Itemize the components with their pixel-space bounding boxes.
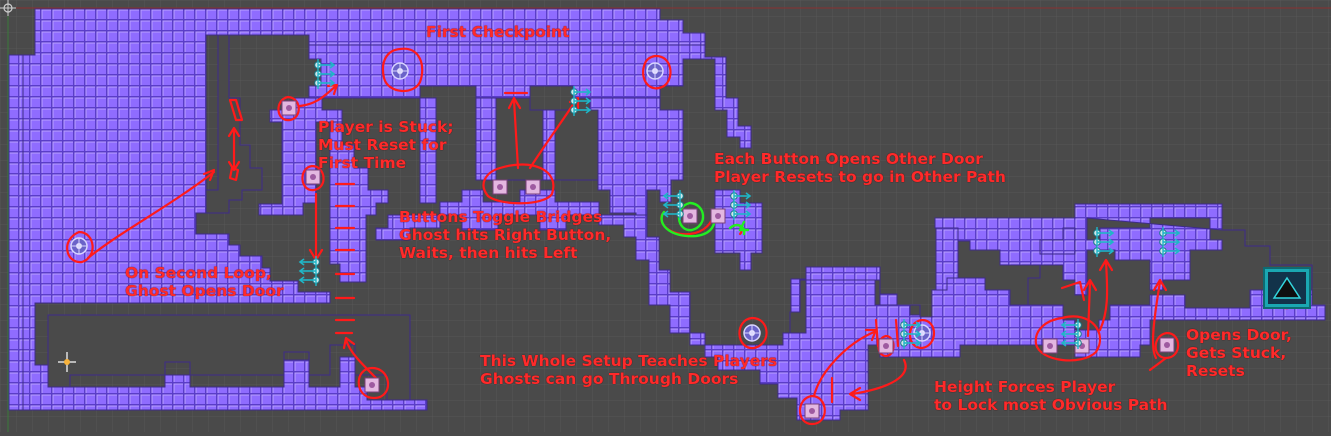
annotation-player-stuck: Player is Stuck; Must Reset for First Ti…	[318, 118, 454, 172]
annotation-arrow-up-left	[344, 338, 378, 380]
annotation-second-loop: On Second Loop, Ghost Opens Door	[125, 264, 284, 300]
bridge-arrow-icon[interactable]	[570, 86, 592, 116]
annotation-arrow-back-head	[848, 386, 862, 402]
bridge-arrow-icon[interactable]	[314, 59, 336, 89]
annotation-arrow-loop-head	[202, 168, 216, 182]
bridge-arrow-icon[interactable]	[1060, 319, 1082, 349]
wall-segment	[258, 97, 343, 216]
player-spawn-icon[interactable]	[58, 352, 76, 372]
pressure-button-icon[interactable]	[878, 338, 894, 354]
annotation-arrow-left-bridge-head	[507, 96, 522, 110]
annotation-whole-setup: This Whole Setup Teaches Players Ghosts …	[480, 352, 778, 388]
annotation-arrow-up-left-head	[342, 336, 356, 350]
annotation-circle-button-4	[798, 394, 826, 426]
annotation-circle-buttons-right	[1034, 315, 1102, 362]
annotation-door-mark-3	[228, 166, 240, 182]
annotation-circle-checkpoint-5	[908, 318, 936, 350]
pressure-button-icon[interactable]	[804, 403, 820, 419]
annotation-first-checkpoint: First Checkpoint	[426, 23, 570, 41]
pressure-button-icon[interactable]	[1159, 337, 1175, 353]
bridge-arrow-icon[interactable]	[730, 190, 752, 220]
annotation-arrow-up-3	[1060, 280, 1086, 302]
annotation-arrow-vertical-down	[227, 160, 241, 172]
annotation-circle-buttons-pair	[482, 163, 555, 205]
wall-segment	[8, 54, 24, 411]
annotation-circle-checkpoint-1	[381, 47, 424, 92]
annotation-door-mark-2	[228, 98, 244, 122]
annotation-arrow-up-4	[1151, 280, 1162, 360]
pressure-button-icon[interactable]	[682, 208, 698, 224]
wall-segment	[714, 189, 763, 271]
pressure-button-icon[interactable]	[525, 179, 541, 195]
annotation-arrow-left-bridge	[512, 98, 520, 170]
annotation-arrow-up-4-head	[1152, 278, 1168, 292]
wall-segment	[308, 44, 752, 149]
annotation-arrow-up-1-head	[1082, 278, 1098, 292]
open-area	[789, 279, 921, 334]
wall-segment	[1039, 227, 1076, 255]
annotation-circle-button-1	[277, 95, 300, 122]
wall-segment	[419, 97, 437, 204]
annotation-arrow-back	[850, 358, 907, 396]
wall-segment	[589, 97, 684, 226]
level-objects[interactable]	[0, 0, 1311, 419]
checkpoint-icon[interactable]	[913, 324, 931, 342]
checkpoint-icon[interactable]	[70, 237, 88, 255]
annotation-opens-door: Opens Door, Gets Stuck, Resets	[1186, 326, 1292, 380]
open-area	[957, 240, 1041, 306]
annotation-circle-button-3	[357, 366, 390, 400]
pressure-button-icon[interactable]	[492, 179, 508, 195]
bridge-arrow-icon[interactable]	[662, 190, 684, 220]
annotation-arrow-up-right	[812, 330, 876, 398]
annotation-arrow-stuck	[298, 84, 338, 108]
annotation-circle-checkpoint-3	[66, 230, 94, 264]
bridge-arrow-icon[interactable]	[298, 256, 320, 286]
checkpoint-icon[interactable]	[646, 62, 664, 80]
pressure-button-icon[interactable]	[364, 377, 380, 393]
pressure-button-icon[interactable]	[1042, 338, 1058, 354]
green-loop-arrow	[728, 220, 750, 236]
annotation-arrow-up-2-head	[1098, 258, 1114, 272]
checkpoint-icon[interactable]	[743, 324, 761, 342]
bridge-arrow-icon[interactable]	[1093, 227, 1115, 257]
pressure-button-icon[interactable]	[281, 100, 297, 116]
annotation-arrow-vertical-up	[227, 126, 241, 138]
annotation-arrow-loop	[86, 170, 216, 260]
annotation-arrow-right-bridge	[528, 98, 578, 170]
wall-segment	[935, 227, 959, 291]
goal-portal-icon[interactable]	[1263, 267, 1311, 309]
annotation-arrow-up-1	[1086, 280, 1092, 338]
annotation-buttons-toggle: Buttons Toggle Bridges Ghost hits Right …	[399, 208, 612, 262]
annotation-each-button: Each Button Opens Other Door Player Rese…	[714, 150, 1006, 186]
annotation-circle-button-2	[301, 164, 325, 192]
annotation-tick-mark	[1148, 356, 1168, 372]
annotation-arrow-up-2	[1098, 260, 1109, 332]
annotation-height-forces: Height Forces Player to Lock most Obviou…	[934, 378, 1168, 414]
annotation-circle-checkpoint-4	[738, 316, 768, 350]
wall-segment	[329, 121, 389, 283]
bridge-arrow-icon[interactable]	[900, 319, 922, 349]
pressure-button-icon[interactable]	[305, 169, 321, 185]
bridge-arrow-icon[interactable]	[1159, 227, 1181, 257]
pressure-button-icon[interactable]	[710, 208, 726, 224]
annotation-strokes	[66, 47, 1302, 426]
open-area	[205, 34, 263, 214]
checkpoint-icon[interactable]	[391, 62, 409, 80]
annotation-ladder-marks	[334, 182, 356, 335]
annotation-circle-checkpoint-2	[642, 54, 672, 90]
editor-origin-icon	[0, 0, 16, 16]
annotation-door-marks-mid	[874, 318, 900, 348]
